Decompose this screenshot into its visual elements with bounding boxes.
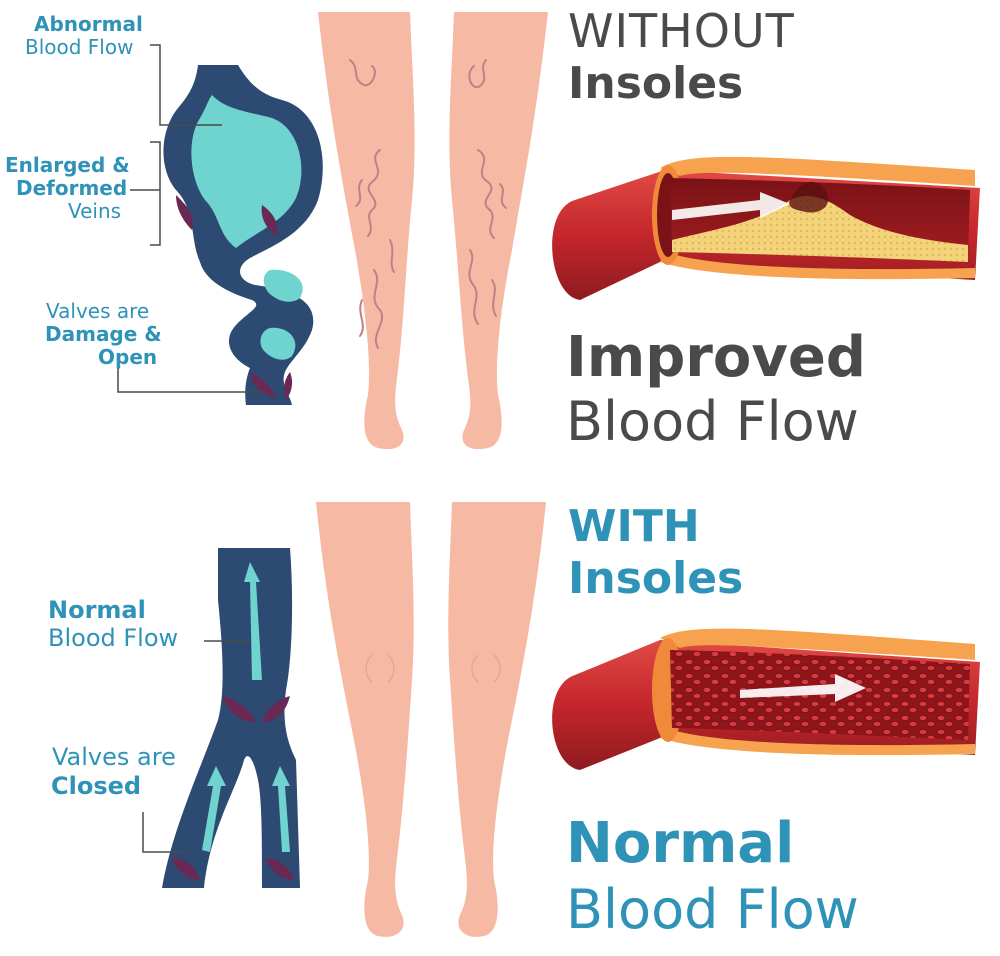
- heading-with: WITH: [568, 501, 700, 552]
- result-improved: Improved: [566, 325, 866, 390]
- label-enlarged-line1: Enlarged &: [5, 153, 130, 177]
- result-normal: Normal: [566, 811, 795, 876]
- label-normal-line1: Normal: [48, 596, 146, 624]
- label-abnormal-line1: Abnormal: [34, 12, 143, 36]
- label-valves-damaged-line1: Valves are: [46, 299, 150, 323]
- label-abnormal-line2: Blood Flow: [25, 35, 134, 59]
- deformed-vein: [163, 65, 323, 405]
- label-valves-closed-line1: Valves are: [52, 743, 176, 771]
- pointer-lines-bottom: [142, 640, 250, 853]
- label-valves-closed-line2: Closed: [51, 772, 142, 800]
- pointer-lines-top: [117, 44, 265, 393]
- result-improved-blood-flow: Blood Flow: [566, 390, 859, 453]
- result-normal-blood-flow: Blood Flow: [566, 878, 859, 941]
- label-enlarged-line3: Veins: [68, 199, 122, 223]
- heading-without-insoles: Insoles: [568, 58, 744, 109]
- legs-healthy: [316, 502, 546, 937]
- label-valves-damaged-line2: Damage &: [45, 322, 162, 346]
- heading-with-insoles: Insoles: [568, 553, 744, 604]
- heading-without: WITHOUT: [568, 4, 795, 58]
- artery-healthy: [552, 628, 980, 770]
- legs-varicose: [318, 12, 548, 450]
- artery-clogged: [552, 156, 980, 300]
- label-valves-damaged-line3: Open: [98, 345, 158, 369]
- label-normal-line2: Blood Flow: [48, 624, 179, 652]
- label-enlarged-line2: Deformed: [16, 176, 128, 200]
- normal-vein: [162, 548, 300, 888]
